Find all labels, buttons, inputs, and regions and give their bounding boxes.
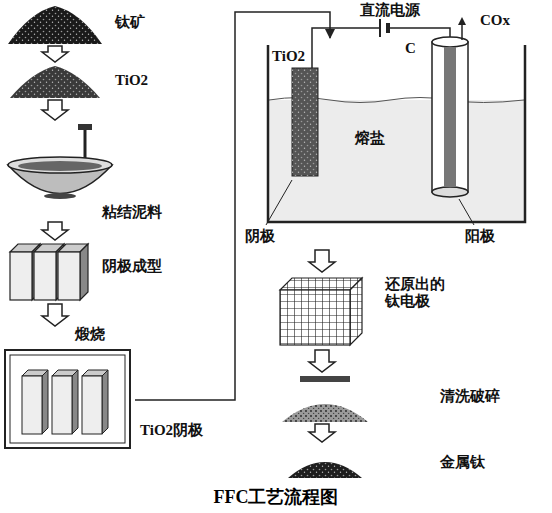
titanium-pile — [288, 462, 362, 478]
cathode-blocks — [80, 244, 88, 300]
flow-arrow — [42, 304, 68, 326]
step-label: C — [405, 40, 416, 57]
process-step: 煅烧TiO2阴极 — [5, 326, 135, 450]
process-step: TiO2 — [5, 62, 165, 100]
step-label: COx — [480, 12, 510, 29]
electrolysis-cell — [268, 17, 525, 222]
power-wires — [386, 23, 390, 33]
step-label: 熔盐 — [355, 130, 385, 147]
flow-arrow — [42, 100, 68, 120]
titanium-pile — [288, 462, 362, 478]
electrolysis-cell — [292, 68, 318, 176]
ore-pile — [8, 6, 102, 44]
electrolysis-cell — [292, 68, 318, 176]
flow-arrow — [42, 46, 68, 62]
process-step: 钛矿 — [5, 2, 165, 46]
step-label: 直流电源 — [360, 2, 420, 19]
process-step: 阴极成型 — [5, 240, 170, 304]
titanium-pile — [288, 462, 362, 478]
electrolysis-cell — [268, 45, 525, 222]
step-label: 煅烧 — [75, 326, 105, 343]
electrolysis-cell — [432, 42, 468, 192]
furnace — [82, 376, 102, 434]
cathode-blocks — [34, 252, 56, 300]
process-step: 金属钛 — [275, 442, 520, 478]
step-label: 清洗破碎 — [440, 388, 500, 405]
mixing-bowl — [8, 124, 112, 199]
step-label: 阴极成型 — [102, 258, 162, 275]
crushed-pile — [282, 404, 368, 422]
mixing-bowl — [8, 157, 112, 173]
flow-arrow — [309, 350, 335, 372]
power-wires — [379, 19, 381, 37]
furnace — [5, 350, 130, 448]
step-label: 阳极 — [465, 228, 495, 245]
leader-lines — [459, 199, 474, 225]
tio2-pile — [10, 66, 100, 98]
furnace — [5, 350, 130, 448]
mixing-bowl — [44, 193, 76, 199]
step-label: 金属钛 — [440, 454, 485, 471]
furnace — [22, 376, 42, 434]
power-wires — [312, 28, 380, 68]
step-label: 还原出的 钛电极 — [385, 276, 451, 311]
process-step: 清洗破碎 — [275, 372, 520, 424]
mixing-bowl — [78, 124, 92, 130]
process-step: 还原出的 钛电极 — [275, 272, 520, 350]
cathode-blocks — [10, 244, 88, 300]
cathode-blocks — [58, 252, 80, 300]
tio2-pile — [10, 66, 100, 98]
process-step: 直流电源TiO2CCOx熔盐阴极阳极 — [262, 38, 530, 250]
reduced-electrode — [350, 278, 362, 345]
process-step: 粘结泥料 — [5, 120, 170, 222]
electrolysis-cell — [432, 187, 468, 197]
crushed-pile — [282, 376, 368, 422]
step-label: 钛矿 — [115, 14, 145, 31]
crushed-pile — [282, 404, 368, 422]
furnace — [10, 355, 125, 443]
mixing-bowl — [18, 161, 102, 171]
cathode-blocks — [10, 252, 32, 300]
ore-pile — [8, 6, 102, 44]
flow-arrow — [309, 250, 335, 272]
reduced-electrode — [280, 278, 362, 345]
flow-arrow — [309, 424, 335, 442]
furnace — [42, 370, 48, 434]
crushed-pile — [300, 376, 350, 382]
step-label: TiO2阴极 — [140, 422, 203, 439]
electrolysis-cell — [458, 17, 466, 25]
leader-lines — [266, 180, 292, 225]
electrolysis-cell — [461, 24, 463, 40]
reduced-electrode — [280, 278, 362, 290]
leader-lines — [266, 180, 474, 225]
step-label: TiO2 — [115, 72, 148, 89]
step-label: 阴极 — [245, 228, 275, 245]
power-wires — [388, 28, 450, 37]
power-wires — [312, 19, 450, 68]
step-label: 粘结泥料 — [102, 204, 162, 221]
feed-line — [135, 12, 330, 400]
flow-arrow — [42, 222, 68, 240]
tio2-pile — [10, 66, 100, 98]
step-label: TiO2 — [272, 48, 305, 65]
furnace — [52, 376, 72, 434]
electrolysis-cell — [444, 47, 456, 187]
reduced-electrode — [280, 290, 350, 345]
furnace — [102, 370, 108, 434]
ore-pile — [8, 6, 102, 44]
figure-caption: FFC工艺流程图 — [0, 485, 552, 509]
furnace — [72, 370, 78, 434]
